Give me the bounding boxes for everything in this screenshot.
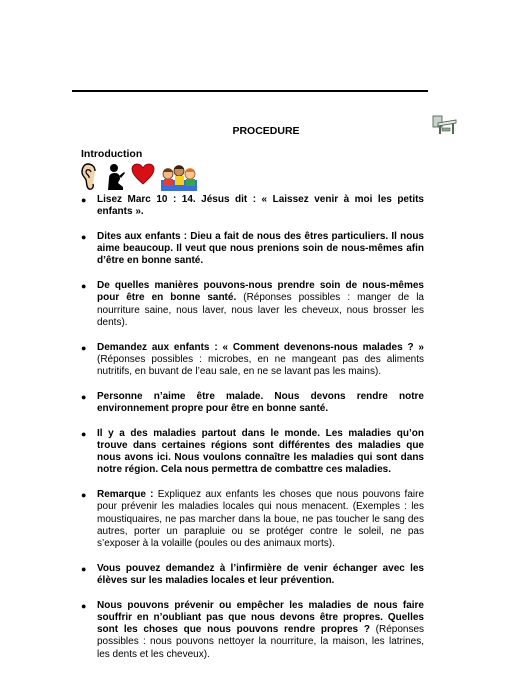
praying-person-icon xyxy=(108,164,125,190)
list-item: ●Vous pouvez demandez à l’infirmière de … xyxy=(81,562,424,587)
list-item: ●Remarque : Expliquez aux enfants les ch… xyxy=(81,489,425,550)
list-item: ●Il y a des maladies partout dans le mon… xyxy=(81,427,424,476)
list-item: ●Nous pouvons prévenir ou empêcher les m… xyxy=(81,599,425,660)
children-group-icon xyxy=(161,165,197,191)
list-item: ●De quelles manières pouvons-nous prendr… xyxy=(81,280,424,328)
ear-icon xyxy=(81,163,96,190)
page-title: PROCEDURE xyxy=(232,125,300,137)
bullet-icon: ● xyxy=(81,232,87,242)
bullet-icon: ● xyxy=(81,391,87,402)
bullet-icon: ● xyxy=(81,342,87,353)
bullet-icon: ● xyxy=(81,563,87,574)
list-item: ●Lisez Marc 10 : 14. Jésus dit : « Laiss… xyxy=(81,194,424,218)
list-item: ●Demandez aux enfants : « Comment deveno… xyxy=(81,341,424,378)
bullet-icon: ● xyxy=(81,428,87,439)
list-item: ●Personne n’aime être malade. Nous devon… xyxy=(81,390,424,415)
header-rule xyxy=(72,90,428,92)
school-desk-icon xyxy=(432,115,457,134)
heart-icon xyxy=(131,163,155,185)
section-heading: Introduction xyxy=(81,148,143,160)
bullet-icon: ● xyxy=(81,490,87,501)
list-item: ●Dites aux enfants : Dieu a fait de nous… xyxy=(81,231,424,267)
bullet-icon: ● xyxy=(81,600,87,611)
bullet-icon: ● xyxy=(81,195,87,205)
procedure-list: ●Lisez Marc 10 : 14. Jésus dit : « Laiss… xyxy=(81,194,424,673)
bullet-icon: ● xyxy=(81,281,87,292)
